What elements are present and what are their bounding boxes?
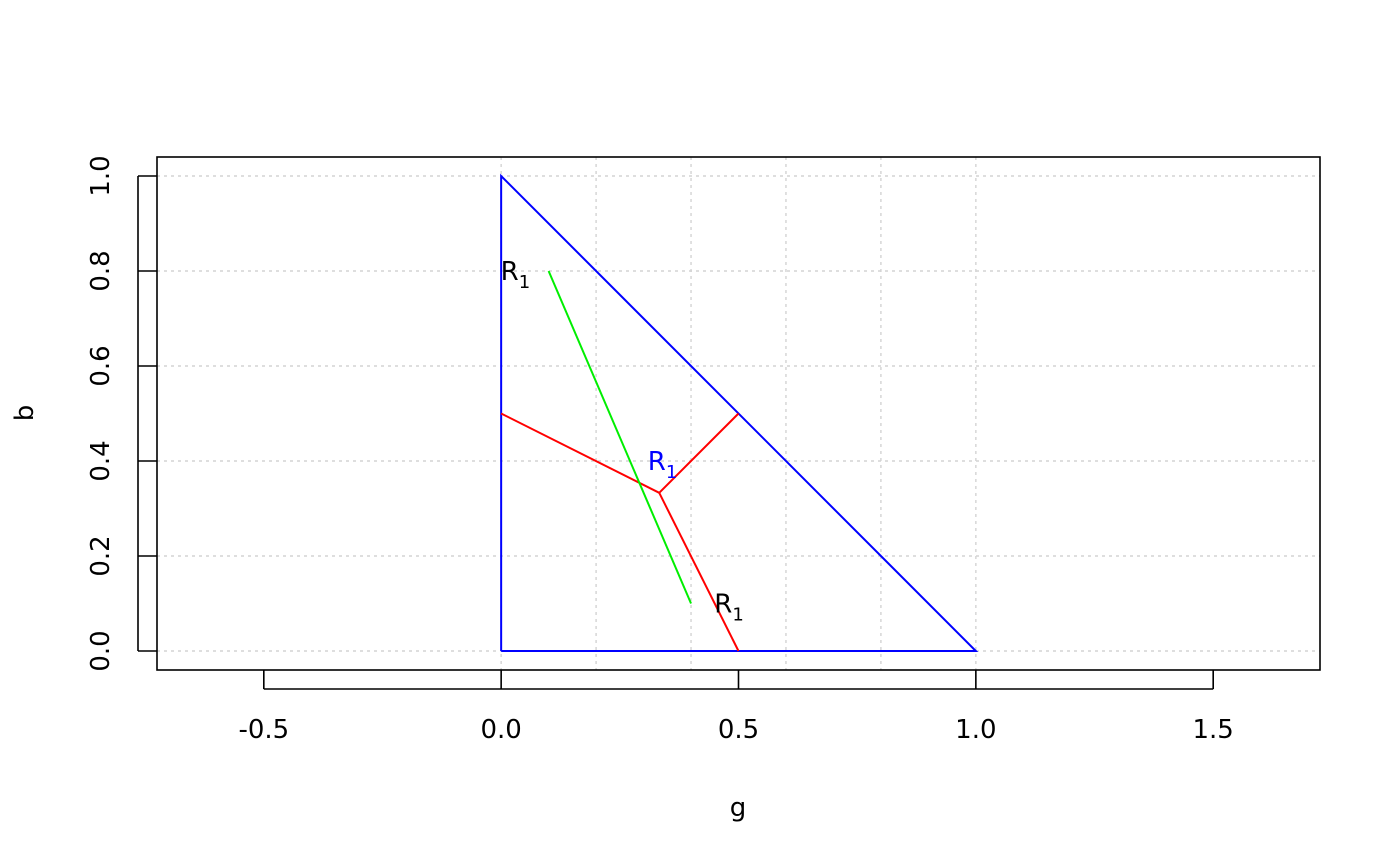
y-tick-label: 0.8 — [86, 250, 116, 291]
annotation-subscript: 1 — [666, 462, 677, 483]
x-tick-label: -0.5 — [238, 715, 289, 745]
x-axis-label: g — [730, 793, 747, 823]
y-tick-label: 1.0 — [86, 155, 116, 196]
series-line-4 — [658, 412, 740, 494]
axes-layer: -0.5 0.0 0.5 1.0 1.5 0.0 0.2 0.4 0.6 0.8 1.0 — [86, 155, 1234, 745]
annotation-base: R — [648, 447, 666, 477]
series-line-5 — [547, 270, 692, 604]
y-tick-label: 0.2 — [86, 535, 116, 576]
y-axis-label: b — [10, 405, 40, 422]
annotation-base: R — [501, 257, 519, 287]
y-tick-label: 0.6 — [86, 345, 116, 386]
x-tick-label: 1.5 — [1193, 715, 1234, 745]
series-line-2 — [658, 492, 740, 652]
annotation-subscript: 1 — [732, 605, 743, 626]
y-tick-label: 0.0 — [86, 630, 116, 671]
annotation-subscript: 1 — [519, 272, 530, 293]
x-tick-label: 0.5 — [718, 715, 759, 745]
annotation-base: R — [714, 590, 732, 620]
annotation-label-2: R1 — [648, 447, 678, 483]
y-tick-label: 0.4 — [86, 440, 116, 481]
annotation-label-1: R1 — [501, 257, 531, 293]
series-line-3 — [500, 412, 660, 494]
x-tick-label: 1.0 — [955, 715, 996, 745]
x-tick-label: 0.0 — [480, 715, 521, 745]
annotation-label-3: R1 — [714, 590, 744, 626]
series-layer — [500, 173, 979, 652]
